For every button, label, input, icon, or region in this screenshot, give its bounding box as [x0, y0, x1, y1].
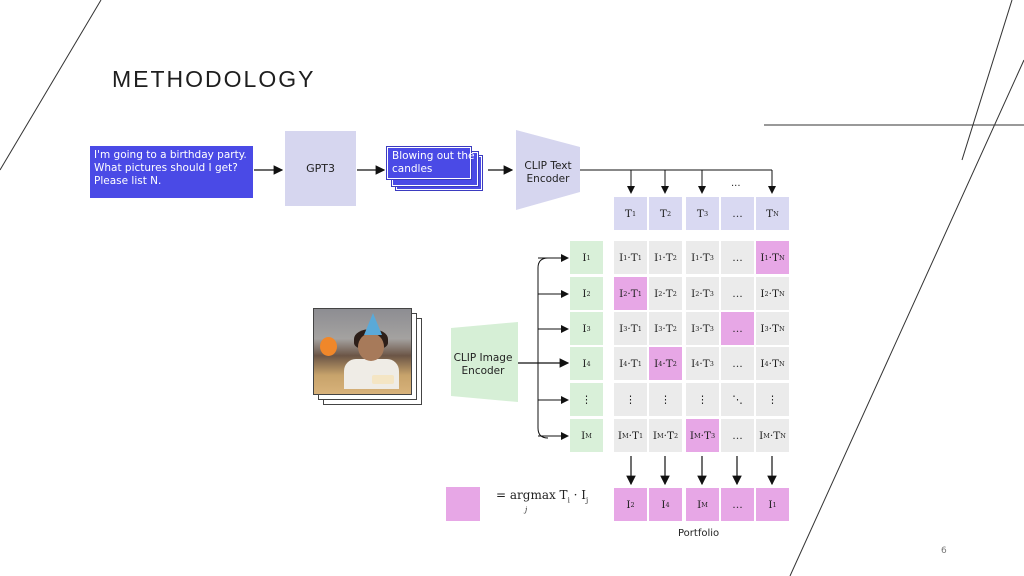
- formula-sub-i: i: [567, 496, 570, 505]
- matrix-cell: ⋮: [614, 383, 647, 416]
- encoder-label-line: CLIP Text: [524, 160, 572, 172]
- clip-image-encoder-label: CLIP Image Encoder: [448, 352, 518, 378]
- encoder-label-line: CLIP Image: [453, 352, 513, 364]
- prompt-line: What pictures should I get?: [94, 162, 238, 174]
- legend-formula: = argmax Ti · Ij: [496, 488, 588, 504]
- matrix-cell: ⋱: [721, 383, 754, 416]
- clip-image-encoder-shape: [451, 322, 518, 402]
- prompt-line: Please list N.: [94, 175, 162, 187]
- matrix-cell: ⋮: [686, 383, 719, 416]
- formula-tail: · I: [569, 488, 586, 502]
- top-ellipsis: ...: [731, 178, 741, 189]
- prompt-box: I'm going to a birthday party. What pict…: [90, 146, 253, 198]
- output-line: Blowing out the: [392, 150, 475, 162]
- formula-argmax-sub: j: [525, 506, 528, 514]
- matrix-cell: …: [721, 277, 754, 310]
- matrix-cell: …: [721, 419, 754, 452]
- page-number: 6: [941, 546, 947, 556]
- face: [358, 333, 384, 361]
- matrix-cell: …: [721, 241, 754, 274]
- shirt: [344, 359, 399, 389]
- encoder-label-line: Encoder: [461, 365, 505, 377]
- output-card: Blowing out the candles: [387, 147, 475, 179]
- legend-swatch: [446, 487, 480, 521]
- prompt-line: I'm going to a birthday party.: [94, 149, 247, 161]
- matrix-cell: …: [721, 347, 754, 380]
- formula-main: = argmax T: [496, 488, 568, 502]
- text-embedding-header: …: [721, 197, 754, 230]
- decor-line-right: [789, 59, 1024, 576]
- matrix-cell-highlighted: …: [721, 312, 754, 345]
- decor-line-right-top: [961, 0, 1013, 161]
- gpt3-label: GPT3: [306, 162, 335, 175]
- slide-title: METHODOLOGY: [112, 66, 316, 92]
- matrix-cell: ⋮: [649, 383, 682, 416]
- portfolio-label: Portfolio: [678, 528, 720, 539]
- clip-text-encoder-shape: [516, 130, 580, 210]
- portfolio-item: …: [721, 488, 754, 521]
- formula-sub-j: j: [586, 496, 589, 505]
- image-fanout-bracket: [537, 257, 549, 439]
- matrix-cell: ⋮: [756, 383, 789, 416]
- clip-text-encoder-label: CLIP Text Encoder: [518, 160, 578, 186]
- cake: [372, 375, 394, 384]
- decor-line-left: [0, 0, 102, 171]
- gpt3-box: GPT3: [285, 131, 356, 206]
- birthday-photo: [313, 308, 412, 395]
- encoder-label-line: Encoder: [526, 173, 570, 185]
- balloon: [320, 337, 337, 356]
- image-embedding-header: ⋮: [570, 383, 603, 416]
- output-line: candles: [392, 163, 433, 175]
- party-hat: [364, 313, 382, 335]
